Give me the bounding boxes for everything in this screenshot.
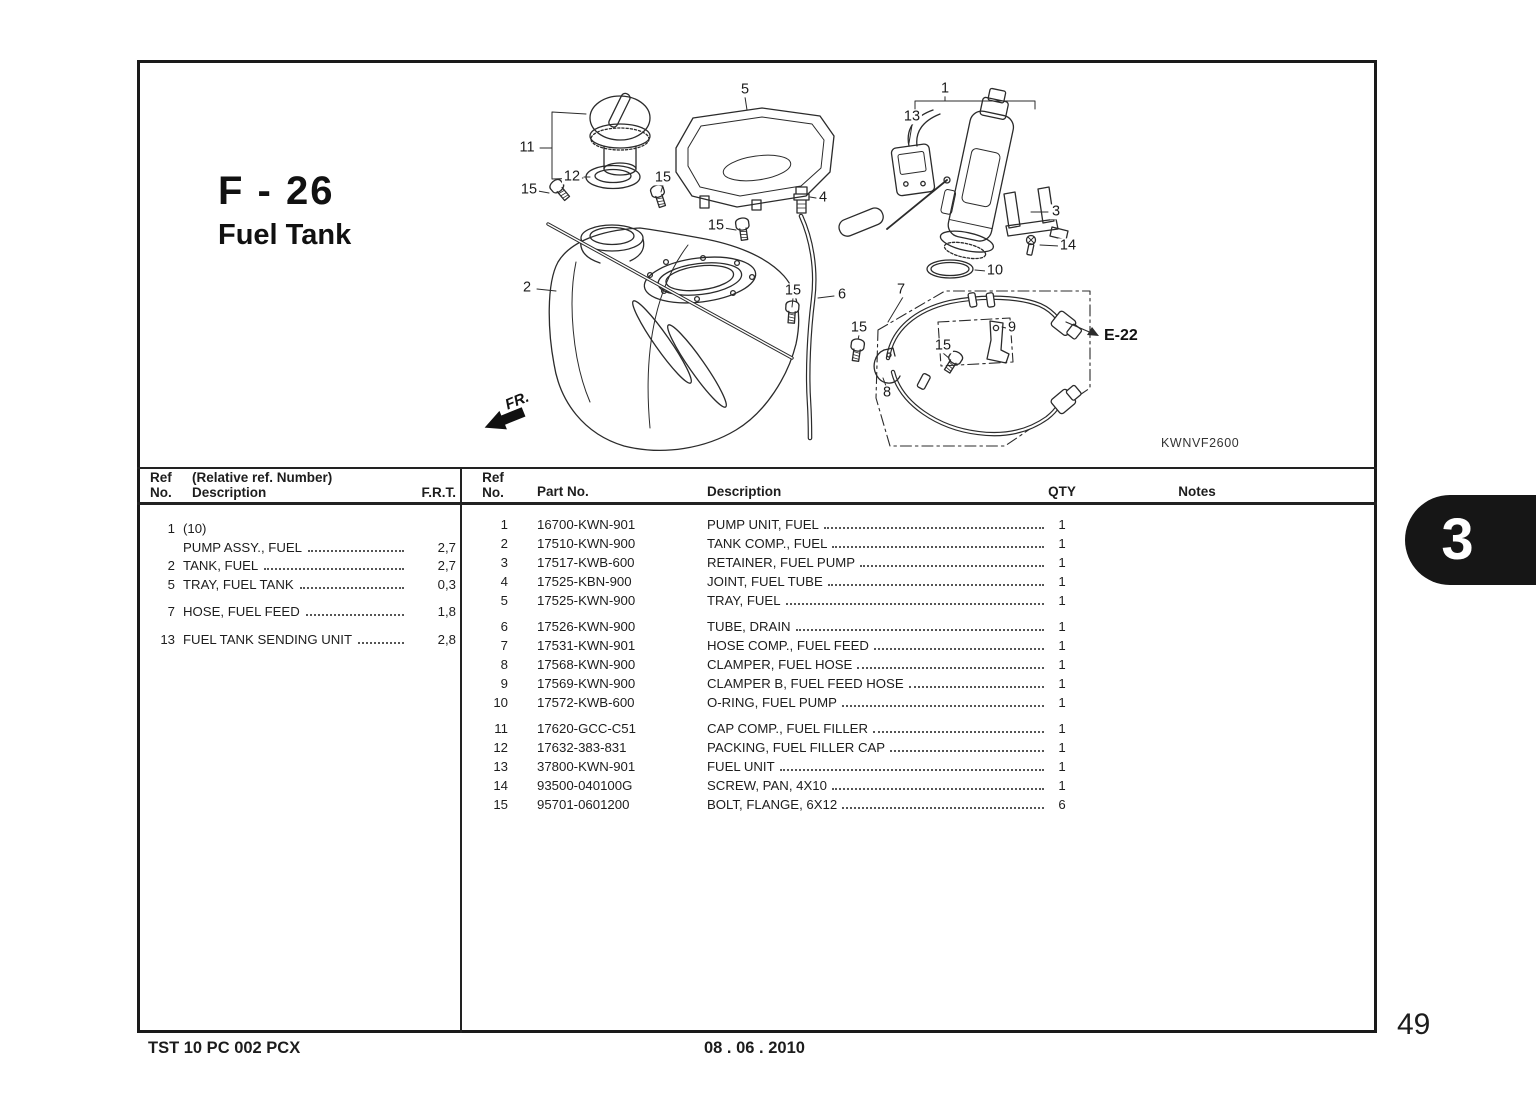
frt-header-frt: F.R.T. [421, 485, 456, 500]
frt-table-row: 7 HOSE, FUEL FEED 1,8 [167, 604, 456, 619]
parts-table-row: 12 17632-383-831 PACKING, FUEL FILLER CA… [493, 740, 1066, 755]
callout-label: 11 [517, 139, 537, 156]
dot-leader [795, 629, 1044, 631]
table-header-rule [137, 502, 1377, 505]
parts-table-header: Ref No. Part No. Description QTY Notes [478, 470, 1323, 500]
dot-leader [908, 686, 1044, 688]
page-border [137, 60, 1377, 1033]
callout-label: 15 [518, 181, 540, 198]
footer-document-code: TST 10 PC 002 PCX [148, 1039, 301, 1057]
dot-leader [307, 549, 404, 552]
callout-label: 12 [561, 168, 583, 185]
dot-leader [832, 546, 1044, 548]
dot-leader [827, 584, 1044, 586]
callout-label: 8 [880, 384, 894, 401]
fuel-tray-drawing [675, 96, 835, 211]
fuel-pump-drawing [838, 87, 1036, 260]
frt-table-body: 1 (10) PUMP ASSY., FUEL 2,7 2 TANK, FUEL… [150, 521, 456, 650]
dot-leader [857, 667, 1044, 669]
frt-table-header: Ref No. (Relative ref. Number) Descripti… [150, 470, 456, 500]
dot-leader [873, 648, 1044, 650]
dot-leader [264, 568, 404, 570]
parts-table-row: 3 17517-KWB-600 RETAINER, FUEL PUMP 1 [500, 555, 1066, 570]
table-divider [460, 467, 462, 1033]
parts-table-row: 11 17620-GCC-C51 CAP COMP., FUEL FILLER … [494, 721, 1066, 736]
frt-table-row: 5 TRAY, FUEL TANK 0,3 [167, 576, 456, 592]
parts-header-qty: QTY [1048, 484, 1076, 499]
parts-header-description: Description [707, 484, 782, 499]
dot-leader [831, 788, 1044, 790]
callout-label: 9 [1005, 319, 1019, 336]
page-title: Fuel Tank [218, 219, 352, 251]
parts-table-row: 14 93500-040100G SCREW, PAN, 4X10 1 [493, 778, 1066, 793]
retainer-drawing [926, 186, 1069, 279]
parts-header-notes: Notes [1178, 484, 1216, 499]
callout-label: 3 [1049, 203, 1063, 220]
dot-leader [841, 705, 1044, 707]
parts-table-row: 8 17568-KWN-900 CLAMPER, FUEL HOSE 1 [500, 657, 1066, 672]
fr-label: FR. [503, 389, 532, 414]
fuel-hose-drawing [856, 290, 1099, 447]
diagram-code: KWNVF2600 [1161, 436, 1240, 450]
dot-leader [860, 565, 1044, 567]
parts-table-row: 2 17510-KWN-900 TANK COMP., FUEL 1 [500, 536, 1066, 551]
fuel-tank-drawing [536, 222, 800, 451]
parts-table-row: 1 16700-KWN-901 PUMP UNIT, FUEL 1 [500, 517, 1066, 532]
dot-leader [779, 769, 1044, 771]
parts-diagram: FR. [484, 87, 1099, 451]
table-top-rule [137, 467, 1377, 469]
drain-tube-drawing [793, 186, 835, 441]
parts-table-row: 5 17525-KWN-900 TRAY, FUEL 1 [500, 593, 1066, 608]
frt-header-description: (Relative ref. Number) Description [192, 470, 333, 500]
chapter-tab: 3 [1405, 495, 1536, 585]
frt-table-row: 2 TANK, FUEL 2,7 [167, 558, 456, 573]
callout-label: 13 [901, 108, 923, 125]
page-number: 49 [1397, 1008, 1431, 1041]
fr-arrow: FR. [484, 389, 532, 430]
frt-table-row: 1 (10) [167, 521, 207, 536]
dot-leader [890, 750, 1044, 752]
parts-table-row: 15 95701-0601200 BOLT, FLANGE, 6X12 6 [493, 797, 1066, 812]
parts-table-row: 7 17531-KWN-901 HOSE COMP., FUEL FEED 1 [500, 638, 1066, 653]
callout-label: 6 [835, 286, 849, 303]
parts-table-row: 13 37800-KWN-901 FUEL UNIT 1 [493, 759, 1066, 774]
callout-label: 10 [984, 262, 1006, 279]
callout-label: 2 [520, 279, 534, 296]
dot-leader [299, 586, 404, 589]
parts-table-body: 1 16700-KWN-901 PUMP UNIT, FUEL 1 2 1751… [478, 517, 1323, 816]
dot-leader [358, 641, 404, 644]
callout-label: 1 [938, 80, 952, 97]
callout-label: 15 [932, 337, 954, 354]
parts-table-row: 6 17526-KWN-900 TUBE, DRAIN 1 [500, 619, 1066, 634]
parts-header-partno: Part No. [537, 484, 589, 499]
dot-leader [823, 527, 1044, 529]
parts-table-row: 9 17569-KWN-900 CLAMPER B, FUEL FEED HOS… [500, 676, 1066, 691]
callout-label: 15 [705, 217, 727, 234]
callout-label: 15 [782, 282, 804, 299]
chapter-number: 3 [1441, 507, 1474, 572]
callout-label: 5 [738, 81, 752, 98]
dot-leader [785, 603, 1044, 605]
parts-table-row: 4 17525-KBN-900 JOINT, FUEL TUBE 1 [500, 574, 1066, 589]
parts-header-ref: Ref No. [482, 470, 504, 500]
dot-leader [872, 731, 1044, 733]
dot-leader [842, 807, 1044, 809]
parts-table-row: 10 17572-KWB-600 O-RING, FUEL PUMP 1 [493, 695, 1066, 710]
callout-label: 14 [1057, 237, 1079, 254]
callout-label: 7 [894, 281, 908, 298]
frt-table-row: PUMP ASSY., FUEL 2,7 [183, 539, 456, 555]
section-code: F - 26 [218, 169, 335, 213]
dot-leader [305, 614, 404, 616]
footer-date: 08 . 06 . 2010 [704, 1039, 805, 1057]
fuel-cap-drawing [539, 92, 651, 190]
callout-label: 15 [848, 319, 870, 336]
callout-label: 15 [652, 169, 674, 186]
frt-table-row: 13 FUEL TANK SENDING UNIT 2,8 [160, 631, 456, 647]
bolt-drawings [537, 176, 965, 376]
frt-header-ref: Ref No. [150, 470, 172, 500]
engine-ref-label: E-22 [1104, 327, 1138, 344]
callout-label: 4 [816, 189, 830, 206]
